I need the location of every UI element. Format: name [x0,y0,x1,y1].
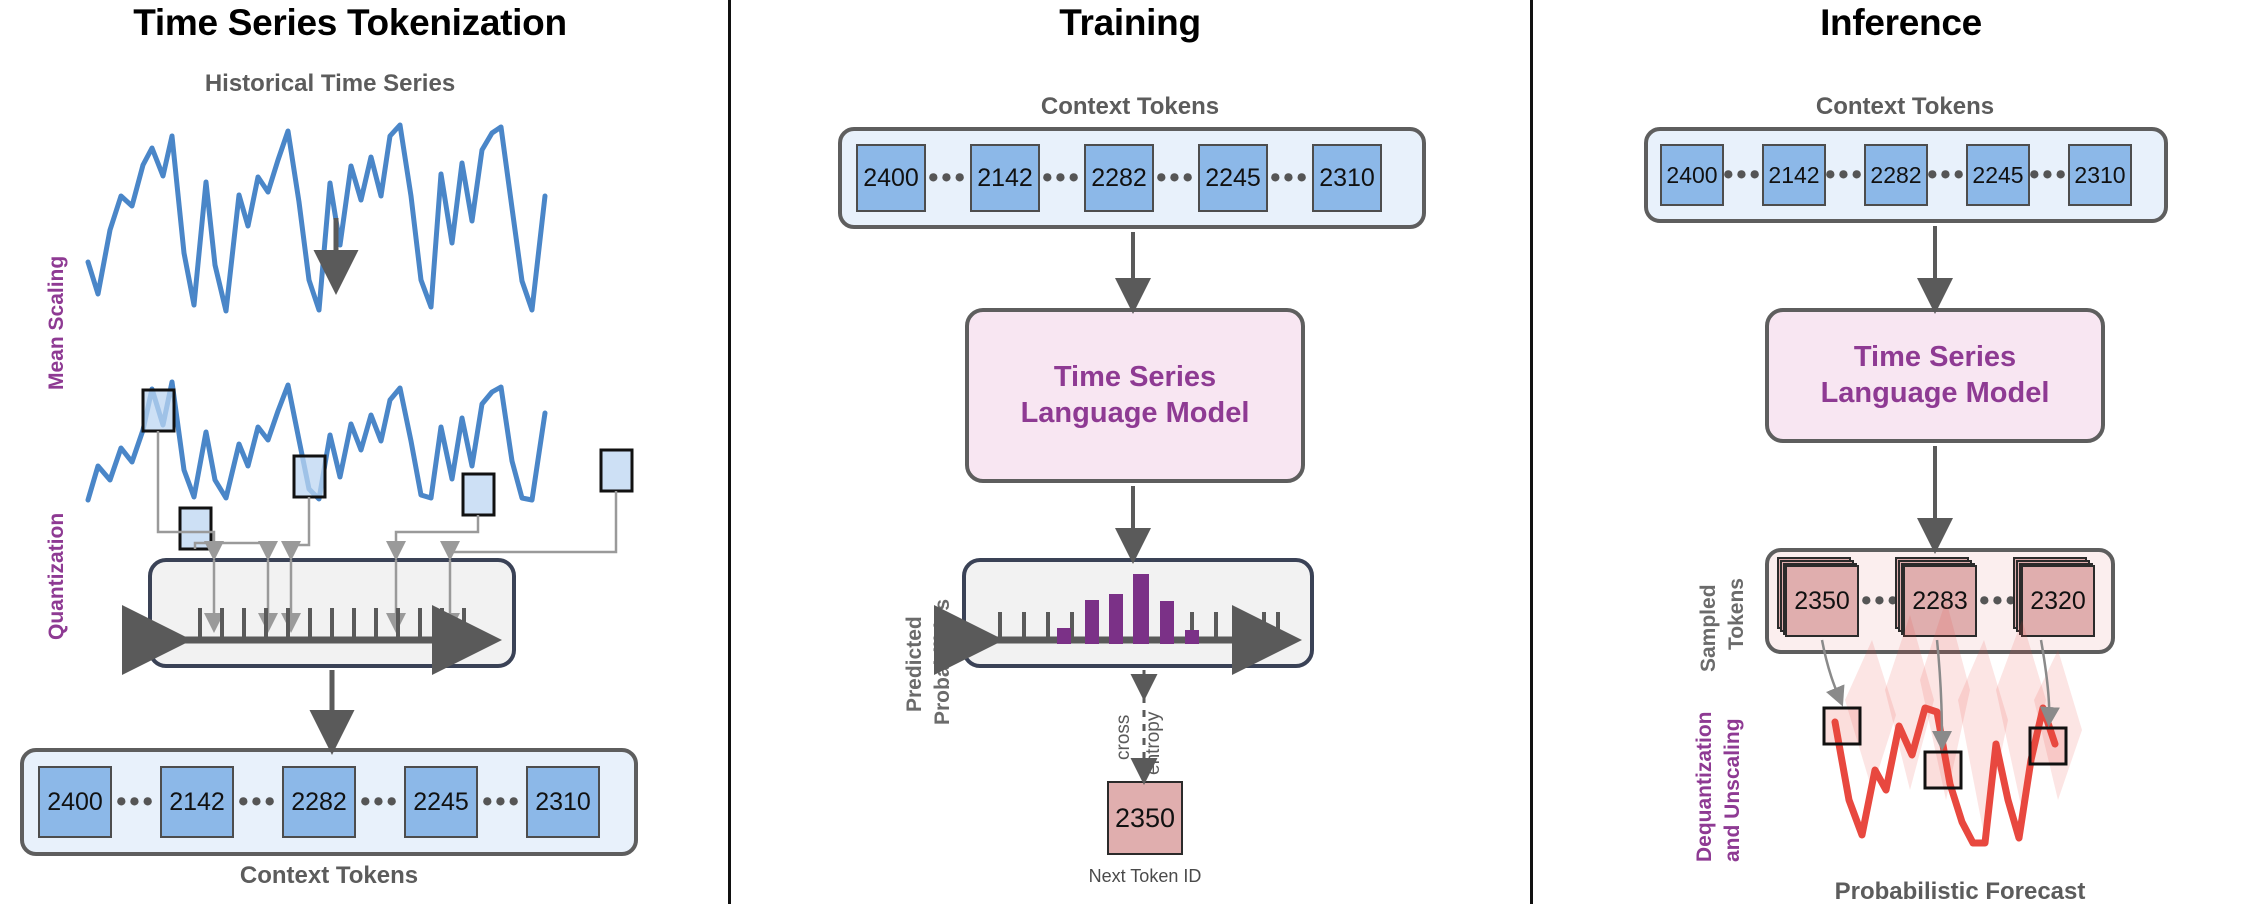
next-token-id-caption: Next Token ID [1088,866,1202,886]
sampled-token-chip[interactable]: 2283 [1895,557,1977,637]
sampled-token-chip[interactable]: 2320 [2013,557,2095,637]
token-ellipsis: ••• [238,785,278,818]
predicted-probabilities-label-line1: Predicted [903,616,926,712]
predicted-probabilities-label-line2: Probabilities [931,598,954,725]
token-chip[interactable]: 2282 [282,766,356,838]
token-chip[interactable]: 2282 [1864,144,1928,206]
model-title-line2: Language Model [1820,376,2050,409]
tokenization-context-tokens-label: Context Tokens [239,862,419,889]
quantization-bins-box [148,558,516,668]
token-chip[interactable]: 2245 [1198,144,1268,212]
token-ellipsis: ••• [1825,158,1865,191]
panel-title-tokenization: Time Series Tokenization [133,2,567,43]
token-chip[interactable]: 2400 [38,766,112,838]
tokenization-context-tokens-strip: 2400 ••• 2142 ••• 2282 ••• 2245 ••• 2310 [20,748,638,856]
cross-entropy-label-line2: entropy [1143,711,1164,775]
token-ellipsis: ••• [116,785,156,818]
training-context-tokens-strip: 2400 ••• 2142 ••• 2282 ••• 2245 ••• 2310 [838,127,1426,229]
probabilistic-forecast-caption: Probabilistic Forecast [1834,878,2086,904]
sampled-tokens-strip: 2350 ••• 2283 ••• 2320 [1765,548,2115,654]
token-ellipsis: ••• [1156,161,1196,194]
panel-divider-2 [1530,0,1533,904]
dequantization-connectors [1820,639,2060,751]
quantization-selection-boxes [141,388,634,551]
token-ellipsis: ••• [1723,158,1763,191]
sampled-token-chip[interactable]: 2350 [1777,557,1859,637]
token-ellipsis: ••• [1270,161,1310,194]
quantization-routing-lines [156,431,618,561]
sampled-token-value: 2350 [1785,565,1859,637]
dequantization-label-line2: and Unscaling [1721,718,1744,862]
next-token-id-chip[interactable]: 2350 [1107,781,1183,855]
model-title-line1: Time Series [1053,361,1217,394]
inference-model-box[interactable]: Time Series Language Model [1765,308,2105,443]
token-chip[interactable]: 2245 [404,766,478,838]
token-ellipsis: ••• [928,161,968,194]
dequantization-label-line1: Dequantization [1693,711,1716,863]
sampled-token-value: 2283 [1903,565,1977,637]
cross-entropy-label-line1: cross [1113,714,1134,760]
panel-title-training: Training [1059,2,1201,43]
panel-divider-1 [728,0,731,904]
token-chip[interactable]: 2310 [2068,144,2132,206]
token-chip[interactable]: 2400 [1660,144,1724,206]
model-title-line2: Language Model [1020,396,1250,429]
panel-title-inference: Inference [1820,2,1982,43]
token-ellipsis: ••• [1042,161,1082,194]
token-chip[interactable]: 2282 [1084,144,1154,212]
token-chip[interactable]: 2142 [1762,144,1826,206]
token-ellipsis: ••• [1927,158,1967,191]
probabilistic-forecast-curve [1831,704,2059,847]
quantization-label: Quantization [45,512,68,640]
historical-time-series-label: Historical Time Series [204,70,456,97]
sampled-tokens-label-line1: Sampled [1697,584,1720,672]
model-title-line1: Time Series [1853,341,2017,374]
inference-context-tokens-strip: 2400 ••• 2142 ••• 2282 ••• 2245 ••• 2310 [1644,127,2168,223]
historical-series-curve [85,122,548,314]
token-chip[interactable]: 2142 [970,144,1040,212]
sampled-token-value: 2320 [2021,565,2095,637]
dequantization-boxes [1822,706,2068,790]
token-chip[interactable]: 2310 [526,766,600,838]
training-model-box[interactable]: Time Series Language Model [965,308,1305,483]
token-ellipsis: ••• [2029,158,2069,191]
token-ellipsis: ••• [1979,584,2019,617]
token-chip[interactable]: 2142 [160,766,234,838]
scaled-series-curve [85,379,548,503]
inference-context-tokens-label: Context Tokens [1815,93,1995,120]
training-context-tokens-label: Context Tokens [1040,93,1220,120]
predicted-probabilities-box [962,558,1314,668]
token-chip[interactable]: 2310 [1312,144,1382,212]
sampled-tokens-label-line2: Tokens [1725,578,1748,650]
token-chip[interactable]: 2245 [1966,144,2030,206]
mean-scaling-label: Mean Scaling [45,255,68,390]
token-ellipsis: ••• [360,785,400,818]
token-chip[interactable]: 2400 [856,144,926,212]
token-ellipsis: ••• [482,785,522,818]
token-ellipsis: ••• [1861,584,1901,617]
